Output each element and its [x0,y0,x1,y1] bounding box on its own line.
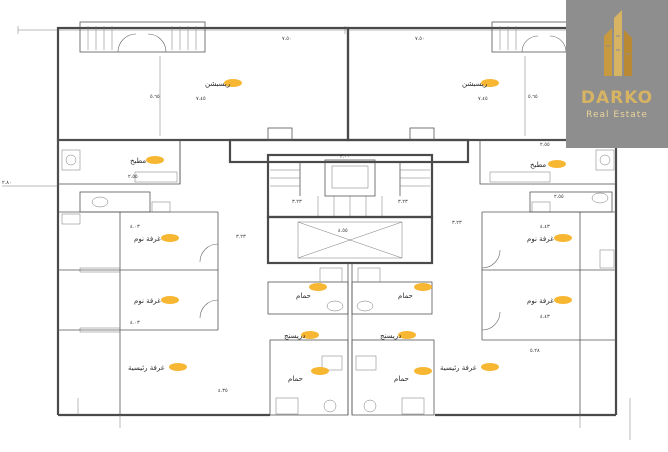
dim-bed-left-1: ٤.٠٣ [130,224,140,230]
tag-marker [481,79,499,87]
dim-top-left: ٧.٥٠ [282,36,292,42]
svg-text:مطبخ: مطبخ [130,157,146,165]
dim-stair-right: ٣.٢٣ [398,199,408,205]
dim-reception-left-width: ٧.٤٥ [196,96,206,102]
tag-marker [548,160,566,168]
label-bath2-right: حمام [394,367,432,383]
tag-marker [309,283,327,291]
label-bedroom-left-2: غرفة نوم [134,296,179,305]
dim-stair-top: ٣.٠٠ [340,154,350,160]
dim-bed-right-1: ٤.٤٣ [540,224,550,230]
tag-marker [414,283,432,291]
dim-bed-left-2: ٤.٠٣ [130,320,140,326]
tag-marker [224,79,242,87]
dim-reception-right-width: ٧.٤٥ [478,96,488,102]
label-kitchen-right: مطبخ [530,160,566,169]
svg-text:غرفة نوم: غرفة نوم [134,297,161,305]
svg-text:ريسبشن: ريسبشن [462,80,487,88]
svg-text:حمام: حمام [288,375,303,383]
svg-text:غرفة رئيسية: غرفة رئيسية [128,364,165,372]
tag-marker [161,234,179,242]
bottom-ticks [77,398,631,440]
svg-text:غرفة نوم: غرفة نوم [134,235,161,243]
room-labels: ريسبشن ريسبشن مطبخ مطبخ غرفة نوم غرفة نو… [128,79,572,383]
label-master-right: غرفة رئيسية [440,363,499,372]
dim-kitchen-right: ٢.٥٥ [540,142,550,148]
left-bedrooms: ٤.٠٣ ٤.٠٣ ٣.٢٣ [58,211,246,415]
right-bedrooms: ٤.٤٣ ٤.٤٣ ٣.٢٣ [452,211,616,415]
balcony-right [491,21,569,53]
tag-marker [554,296,572,304]
left-kitchen: ٢.٥٥ [57,139,181,185]
svg-text:حمام: حمام [296,292,311,300]
dim-bed-right-2: ٤.٤٣ [540,314,550,320]
label-bath-right: حمام [398,283,432,300]
label-reception-right: ريسبشن [462,79,499,88]
tag-marker [169,363,187,371]
right-kitchen: ٢.٥٥ [479,139,617,185]
tag-marker [311,367,329,375]
label-bedroom-right-1: غرفة نوم [527,234,572,243]
label-dress-right: دريسنج [380,331,416,340]
lobby: ٤.٥٥ [266,215,434,265]
label-bath-left: حمام [296,283,327,300]
balcony-left [79,21,206,53]
dim-kitchen-left: ٢.٥٥ [128,174,138,180]
left-edge-dim: ٢.٨٠ [2,180,58,187]
building-icon [604,10,632,76]
tag-marker [301,331,319,339]
svg-text:ريسبشن: ريسبشن [205,80,230,88]
label-master-left: غرفة رئيسية [128,363,187,372]
darko-logo: DARKO Real Estate [566,0,668,148]
label-bath2-left: حمام [288,367,329,383]
dim-left-edge: ٢.٨٠ [2,180,12,186]
dim-corridor-left: ٣.٢٣ [236,234,246,240]
dim-reception-left-depth: ٥.٦٥ [150,94,160,100]
tag-marker [146,156,164,164]
svg-text:غرفة رئيسية: غرفة رئيسية [440,364,477,372]
logo-sub: Real Estate [586,110,648,120]
svg-text:حمام: حمام [394,375,409,383]
right-wc: ٢.٥٥ [529,191,613,213]
dim-right-wc: ٢.٥٥ [554,194,564,200]
svg-text:غرفة نوم: غرفة نوم [527,297,554,305]
tag-marker [161,296,179,304]
label-bedroom-left-1: غرفة نوم [134,234,179,243]
outer-walls [56,26,618,417]
left-wc [79,191,171,213]
label-kitchen-left: مطبخ [130,156,164,165]
svg-text:مطبخ: مطبخ [530,161,546,169]
svg-text:حمام: حمام [398,292,413,300]
label-bedroom-right-2: غرفة نوم [527,296,572,305]
logo-brand: DARKO [580,88,654,108]
stair-core: ٣.٠٠ ٣.٢٣ ٣.٢٣ [228,127,470,219]
label-reception-left: ريسبشن [205,79,242,88]
svg-text:دريسنج: دريسنج [284,332,305,340]
label-dress-left: دريسنج [284,331,319,340]
dim-stair-left: ٣.٢٣ [292,199,302,205]
tag-marker [481,363,499,371]
reception-dims: ٥.٦٥ ٥.٦٥ ٧.٤٥ ٧.٤٥ [150,56,538,136]
lower-core: ٥.٢٨ ٤.٣٥ [218,339,540,416]
tag-marker [414,367,432,375]
svg-text:دريسنج: دريسنج [380,332,401,340]
dim-lobby: ٤.٥٥ [338,228,348,234]
dim-top-right: ٧.٥٠ [415,36,425,42]
tag-marker [398,331,416,339]
svg-text:غرفة نوم: غرفة نوم [527,235,554,243]
dim-master-right: ٥.٢٨ [530,348,540,354]
dim-master-side: ٤.٣٥ [218,388,228,394]
dim-reception-right-depth: ٥.٦٥ [528,94,538,100]
dim-corridor-right: ٣.٢٣ [452,220,462,226]
tag-marker [554,234,572,242]
